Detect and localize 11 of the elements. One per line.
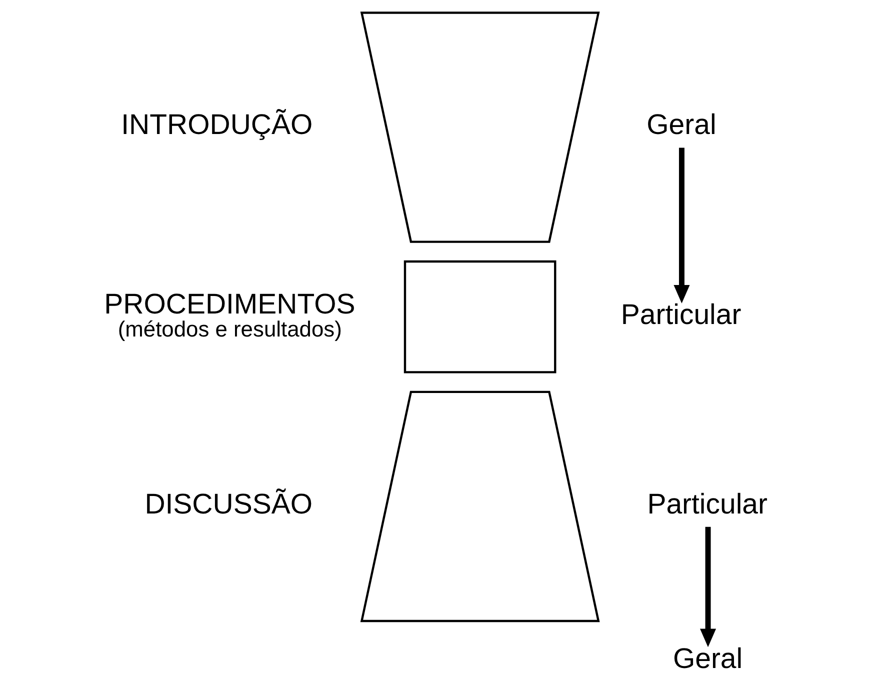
node-text: Geral <box>646 109 716 142</box>
node-label: DISCUSSÃO <box>144 488 312 520</box>
node-box <box>404 260 556 374</box>
node-label: INTRODUÇÃO <box>121 109 313 142</box>
node-text: Geral <box>672 642 743 675</box>
node-text: Particular <box>620 298 742 331</box>
node-trapezoid <box>360 12 600 243</box>
node-trapezoid <box>360 390 600 622</box>
arrow <box>700 526 716 648</box>
node-text: Particular <box>647 488 768 520</box>
arrow <box>674 148 690 304</box>
